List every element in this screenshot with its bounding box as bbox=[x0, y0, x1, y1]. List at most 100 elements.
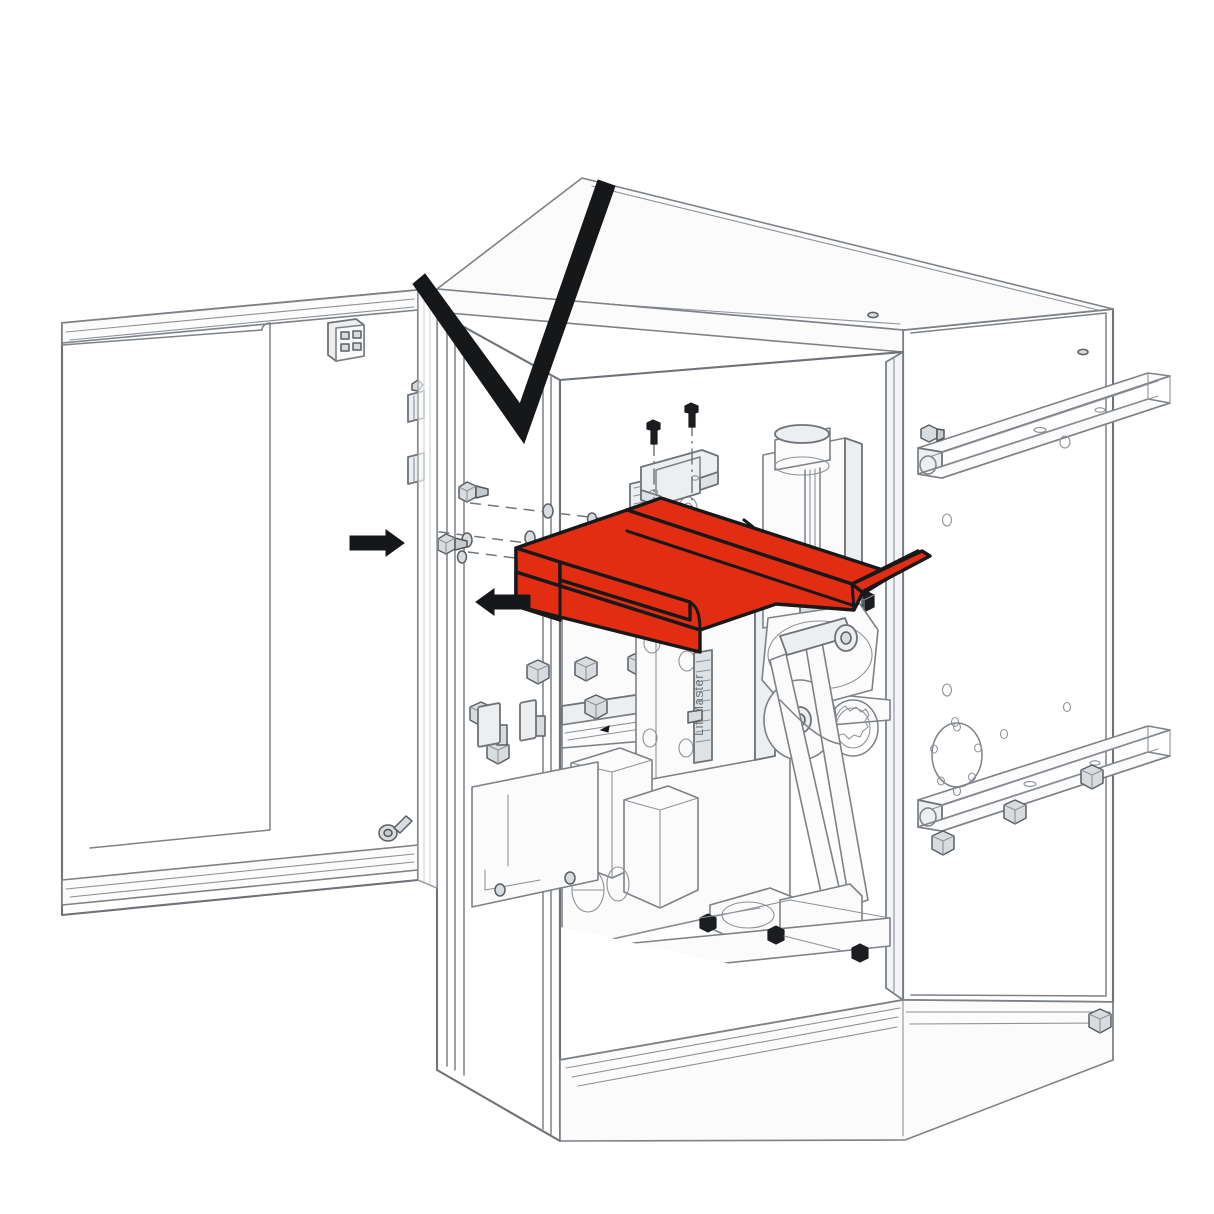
terminal-hole-4 bbox=[352, 342, 362, 351]
bracket-right-tab bbox=[850, 549, 932, 594]
linkage-pivot-bore bbox=[840, 631, 852, 645]
rail-upper-side-edges bbox=[917, 372, 1171, 475]
rail-upper-inner bbox=[931, 380, 1159, 471]
hex-nut-bp-8 bbox=[486, 739, 510, 765]
panel-hole-near-rail-upper bbox=[1059, 435, 1071, 449]
bolt-circle-hole-5 bbox=[930, 744, 938, 754]
hex-nut-rp-4 bbox=[1088, 1008, 1112, 1034]
pan-head-screw-left bbox=[646, 419, 661, 445]
hex-standoff-1 bbox=[458, 481, 489, 504]
door-frame-overlay-edges bbox=[417, 288, 438, 889]
motor-cap-top bbox=[774, 424, 830, 444]
terminal-hole-3 bbox=[340, 343, 350, 352]
rail-upper-hole-2 bbox=[1094, 407, 1106, 413]
switch-panel-label-area bbox=[484, 869, 541, 891]
bracket-flange-base-edge bbox=[625, 529, 854, 607]
hex-nut-rp-1 bbox=[1080, 764, 1104, 790]
cabinet-top-crease bbox=[591, 185, 1099, 311]
terminal-strip-pins bbox=[695, 659, 711, 743]
wire-harness-3 bbox=[779, 699, 841, 745]
break-symbol-glyph bbox=[412, 179, 616, 445]
cabinet-right-side-inset bbox=[910, 312, 1107, 997]
hinge-pin-tail bbox=[393, 815, 413, 834]
rocker-switch-2 bbox=[519, 699, 537, 742]
pcb-tab bbox=[687, 709, 703, 724]
hex-nut-rp-2 bbox=[1003, 799, 1027, 825]
knockout-2 bbox=[606, 866, 630, 902]
door-inner-recess-outline bbox=[89, 322, 271, 849]
motor-cap-bottom bbox=[774, 456, 830, 476]
panel-hole-d bbox=[999, 728, 1009, 740]
rail-upper-edges bbox=[941, 375, 1171, 479]
panel-screw-1 bbox=[494, 883, 506, 897]
assembly-direction-arrow-2 bbox=[475, 588, 531, 616]
upper-support-bracket bbox=[640, 449, 719, 507]
rail-lower-inner bbox=[931, 733, 1159, 824]
cabinet-interior: LiftMaster bbox=[469, 424, 891, 981]
transformer-block-2-edges bbox=[623, 797, 699, 909]
control-board-housing: LiftMaster bbox=[635, 599, 776, 783]
top-face-hole-right bbox=[1077, 348, 1089, 356]
panel-hole-c bbox=[950, 716, 960, 728]
door-frame-overlay bbox=[417, 288, 438, 889]
floor-nut-3 bbox=[851, 943, 869, 963]
bracket-corner-radius bbox=[688, 600, 702, 632]
rocker-switch-1 bbox=[477, 702, 501, 748]
terminal-hole-2 bbox=[352, 330, 362, 339]
hex-nut-bp-1 bbox=[574, 656, 598, 682]
control-board-mounting-bracket[interactable] bbox=[514, 496, 932, 654]
housing-hole-3 bbox=[642, 728, 658, 748]
hex-nut-bp-6 bbox=[584, 694, 608, 720]
door-outer-panel bbox=[60, 288, 420, 917]
rail-lower-bore bbox=[919, 807, 937, 827]
cabinet-bottom-ribs bbox=[565, 1007, 901, 1087]
small-pointer-marker bbox=[599, 725, 610, 733]
door-terminal-block bbox=[327, 318, 365, 362]
rail-lower-hole-2 bbox=[1089, 760, 1101, 766]
panel-hole-a bbox=[941, 683, 953, 697]
mounting-rail-lower bbox=[917, 725, 1171, 832]
arrow-1-glyph bbox=[349, 529, 405, 557]
door-hinge-pin bbox=[378, 815, 413, 842]
support-bracket-foot-right bbox=[699, 471, 719, 491]
washer-5 bbox=[456, 550, 468, 564]
rail-lower-side-edges bbox=[917, 725, 1171, 828]
cutaway-break-symbol bbox=[412, 179, 616, 445]
top-face-hole bbox=[867, 311, 879, 319]
cabinet-bottom-right-lines bbox=[905, 1011, 1111, 1025]
terminal-strip bbox=[693, 649, 713, 764]
arrow-2-glyph bbox=[475, 588, 531, 616]
rail-upper-fastener bbox=[920, 424, 945, 443]
right-panel-hardware bbox=[930, 683, 1112, 1034]
cabinet-front-left-post-lines2 bbox=[542, 371, 552, 1135]
pan-head-screw-right bbox=[684, 402, 699, 428]
rail-upper-bore bbox=[919, 455, 937, 475]
cabinet-front-left-post-lines bbox=[446, 321, 465, 1076]
panel-screw-2 bbox=[564, 871, 576, 885]
interior-floor-edge bbox=[561, 899, 891, 951]
switch-panel-face bbox=[471, 761, 599, 908]
bolt-circle-hole-1 bbox=[953, 722, 961, 732]
door-inner-recess-top bbox=[61, 329, 263, 346]
panel-hole-below-rail-upper bbox=[941, 513, 953, 527]
housing-hole-4 bbox=[678, 738, 694, 758]
terminal-hole-1 bbox=[340, 331, 350, 340]
cabinet-door bbox=[60, 288, 438, 917]
washer-1 bbox=[542, 503, 554, 519]
assembly-line-1 bbox=[469, 502, 701, 531]
pcb-brand-text: LiftMaster bbox=[691, 674, 706, 736]
bolt-circle-hole-3 bbox=[968, 772, 976, 782]
floor-nut-1 bbox=[699, 913, 717, 933]
mounting-rail-upper bbox=[917, 372, 1171, 527]
transformer-block-2 bbox=[623, 785, 699, 909]
hinge-pin-bore bbox=[383, 828, 393, 838]
bolt-circle-hole-4 bbox=[937, 776, 945, 786]
floor-nut-2 bbox=[767, 925, 785, 945]
bracket-front-lip-edge bbox=[558, 578, 692, 622]
bolt-circle-hole-2 bbox=[974, 743, 982, 753]
rail-lower-hole-1 bbox=[1023, 781, 1037, 787]
cabinet-right-side-panel bbox=[901, 307, 1115, 1004]
panel-hole-b bbox=[1062, 701, 1072, 713]
